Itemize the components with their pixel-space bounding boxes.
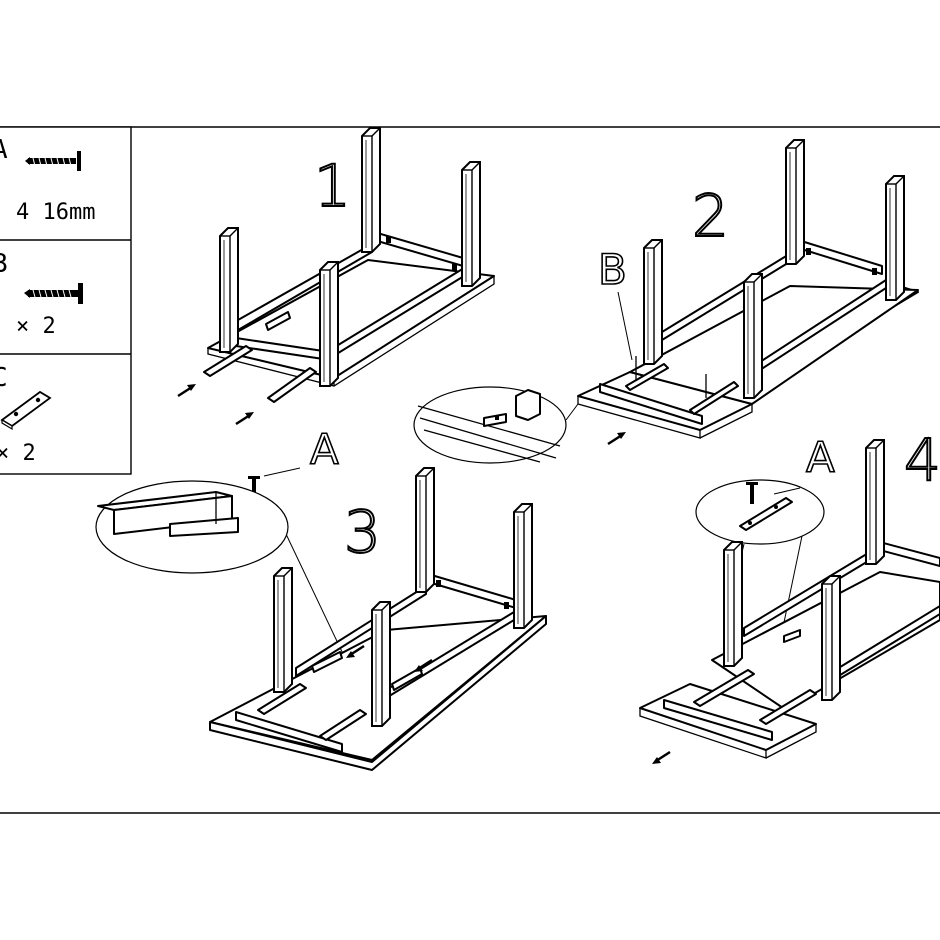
detail-magnifier bbox=[413, 386, 579, 464]
insert-arrow bbox=[234, 410, 256, 426]
table-leg bbox=[885, 175, 905, 301]
table-leg bbox=[319, 261, 339, 387]
table-leg bbox=[461, 161, 481, 287]
table-leg bbox=[743, 273, 763, 399]
table-leg bbox=[723, 541, 743, 667]
detail-magnifier bbox=[95, 480, 289, 574]
table-leg bbox=[415, 467, 435, 593]
table-leg bbox=[513, 503, 533, 629]
parts-legend: A 4 16mm B × 2 C bbox=[0, 126, 132, 475]
table-leg bbox=[865, 439, 885, 565]
part-a-letter: A bbox=[0, 135, 8, 165]
bracket-icon bbox=[0, 390, 52, 431]
apron-rail-side bbox=[427, 573, 517, 609]
table-leg bbox=[821, 575, 841, 701]
screw-long-icon bbox=[24, 283, 83, 304]
part-b-spec: × 2 bbox=[16, 314, 56, 339]
table-leg bbox=[785, 139, 805, 265]
step-4-callout-label: A bbox=[806, 433, 835, 482]
part-c-letter: C bbox=[0, 363, 8, 393]
table-leg bbox=[371, 601, 391, 727]
step-4-number: 4 bbox=[904, 426, 940, 494]
part-b-letter: B bbox=[0, 249, 8, 279]
part-a: A 4 16mm bbox=[0, 135, 95, 225]
apron-rail-side bbox=[797, 239, 883, 275]
detail-magnifier bbox=[695, 479, 825, 545]
table-leg bbox=[273, 567, 293, 693]
bracket-icon bbox=[739, 497, 793, 531]
step-4: 4 A bbox=[639, 425, 940, 766]
step-1-number: 1 bbox=[314, 152, 351, 220]
table-leg bbox=[643, 239, 663, 365]
step-3-callout-label: A bbox=[310, 425, 339, 474]
stretcher-bar bbox=[235, 711, 343, 753]
step-2: 2 B bbox=[413, 139, 919, 464]
insert-arrow bbox=[176, 382, 198, 398]
stretcher-bar bbox=[267, 367, 317, 403]
step-3: 3 A bbox=[95, 424, 547, 771]
screw-short-icon bbox=[25, 151, 81, 171]
step-1: 1 bbox=[176, 127, 495, 426]
part-c: C × 2 bbox=[0, 363, 52, 466]
callout-leader bbox=[617, 291, 633, 361]
stretcher-bar bbox=[663, 699, 773, 741]
step-3-number: 3 bbox=[344, 498, 381, 566]
step-2-number: 2 bbox=[692, 182, 729, 250]
insert-arrow bbox=[606, 430, 628, 446]
step-2-callout-label: B bbox=[598, 245, 627, 294]
stretcher-bar bbox=[599, 383, 703, 425]
stretcher-bar bbox=[203, 345, 253, 377]
part-b: B × 2 bbox=[0, 249, 83, 339]
table-leg bbox=[361, 127, 381, 253]
part-a-spec: 4 16mm bbox=[16, 200, 95, 225]
table-leg bbox=[219, 227, 239, 353]
parts-legend-box bbox=[0, 126, 132, 475]
part-c-spec: × 2 bbox=[0, 441, 36, 466]
